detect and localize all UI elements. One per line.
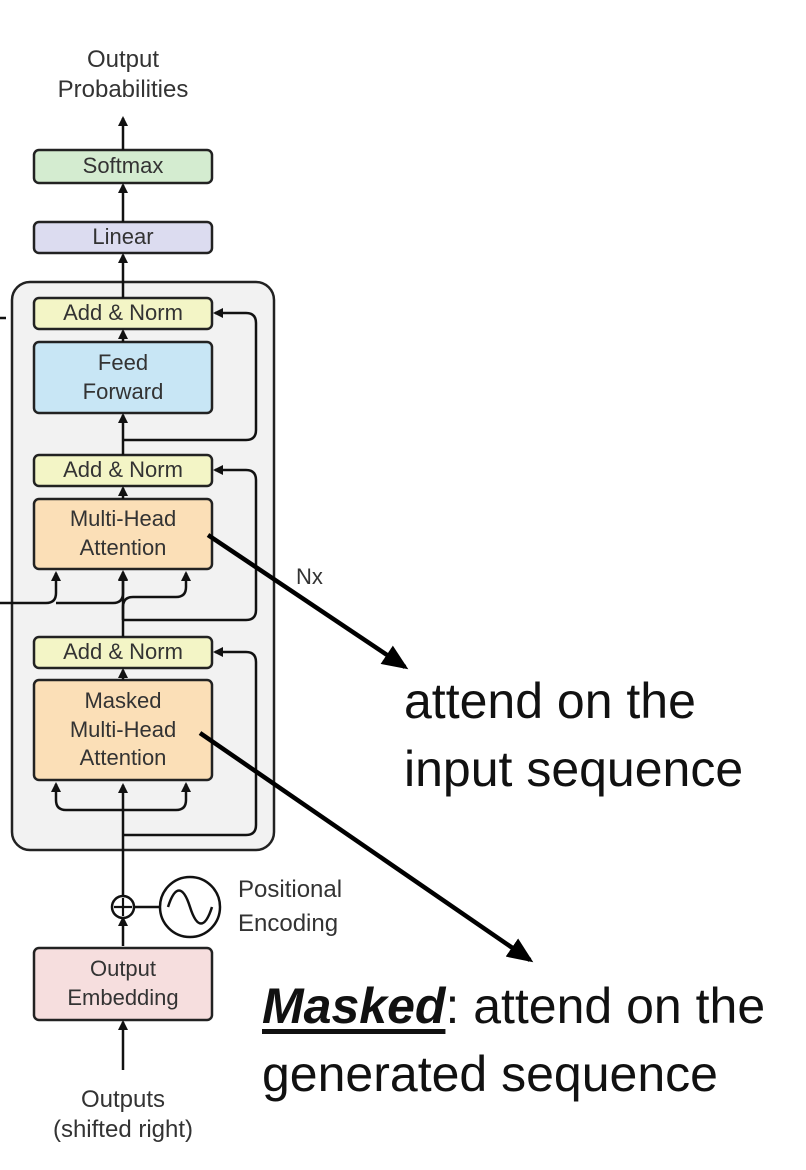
softmax-label: Softmax — [82, 153, 164, 179]
outputs-line2: (shifted right) — [52, 1116, 194, 1143]
feed-forward-line2: Forward — [82, 378, 164, 404]
masked-line1: Masked — [84, 688, 162, 714]
nx-label: Nx — [296, 564, 323, 589]
outputs-line1: Outputs — [80, 1086, 166, 1113]
masked-annotation-line1: Masked: attend on the — [262, 973, 765, 1041]
masked-rest: : attend on the — [445, 978, 766, 1034]
outputs-label: Outputs (shifted right) — [23, 1085, 223, 1145]
mha-line2: Attention — [79, 535, 167, 560]
feed-forward-label: Feed Forward — [34, 342, 212, 413]
arrow-to-masked-annotation — [198, 731, 534, 963]
positional-encoding-label: Positional Encoding — [238, 873, 342, 940]
arrow-to-input-annotation — [206, 533, 409, 670]
pos-enc-line2: Encoding — [238, 909, 339, 937]
multi-head-attention-label: Multi-Head Attention — [34, 499, 212, 569]
embedding-line2: Embedding — [67, 985, 179, 1010]
masked-annotation: Masked: attend on the generated sequence — [262, 973, 765, 1108]
add-norm-label-2: Add & Norm — [63, 457, 183, 483]
output-embedding-label: Output Embedding — [34, 948, 212, 1020]
output-probabilities-label: Output Probabilities — [23, 45, 223, 105]
masked-annotation-line2: generated sequence — [262, 1045, 718, 1102]
add-norm-label-1: Add & Norm — [63, 300, 183, 326]
pos-enc-line1: Positional — [238, 876, 343, 903]
attend-input-annotation: attend on the input sequence — [404, 668, 743, 803]
mha-line1: Multi-Head — [69, 506, 177, 532]
masked-line3: Attention — [79, 745, 167, 771]
masked-attention-label: Masked Multi-Head Attention — [34, 680, 212, 780]
add-norm-label-3: Add & Norm — [63, 639, 183, 665]
output-probabilities-line1: Output — [86, 46, 160, 73]
linear-label: Linear — [92, 224, 154, 250]
attend-input-line2: input sequence — [404, 740, 744, 797]
masked-word: Masked — [262, 978, 446, 1034]
masked-line2: Multi-Head — [69, 716, 177, 742]
attend-input-line1: attend on the — [404, 673, 696, 729]
output-probabilities-line2: Probabilities — [57, 76, 189, 103]
feed-forward-line1: Feed — [97, 349, 149, 375]
embedding-line1: Output — [89, 956, 157, 982]
